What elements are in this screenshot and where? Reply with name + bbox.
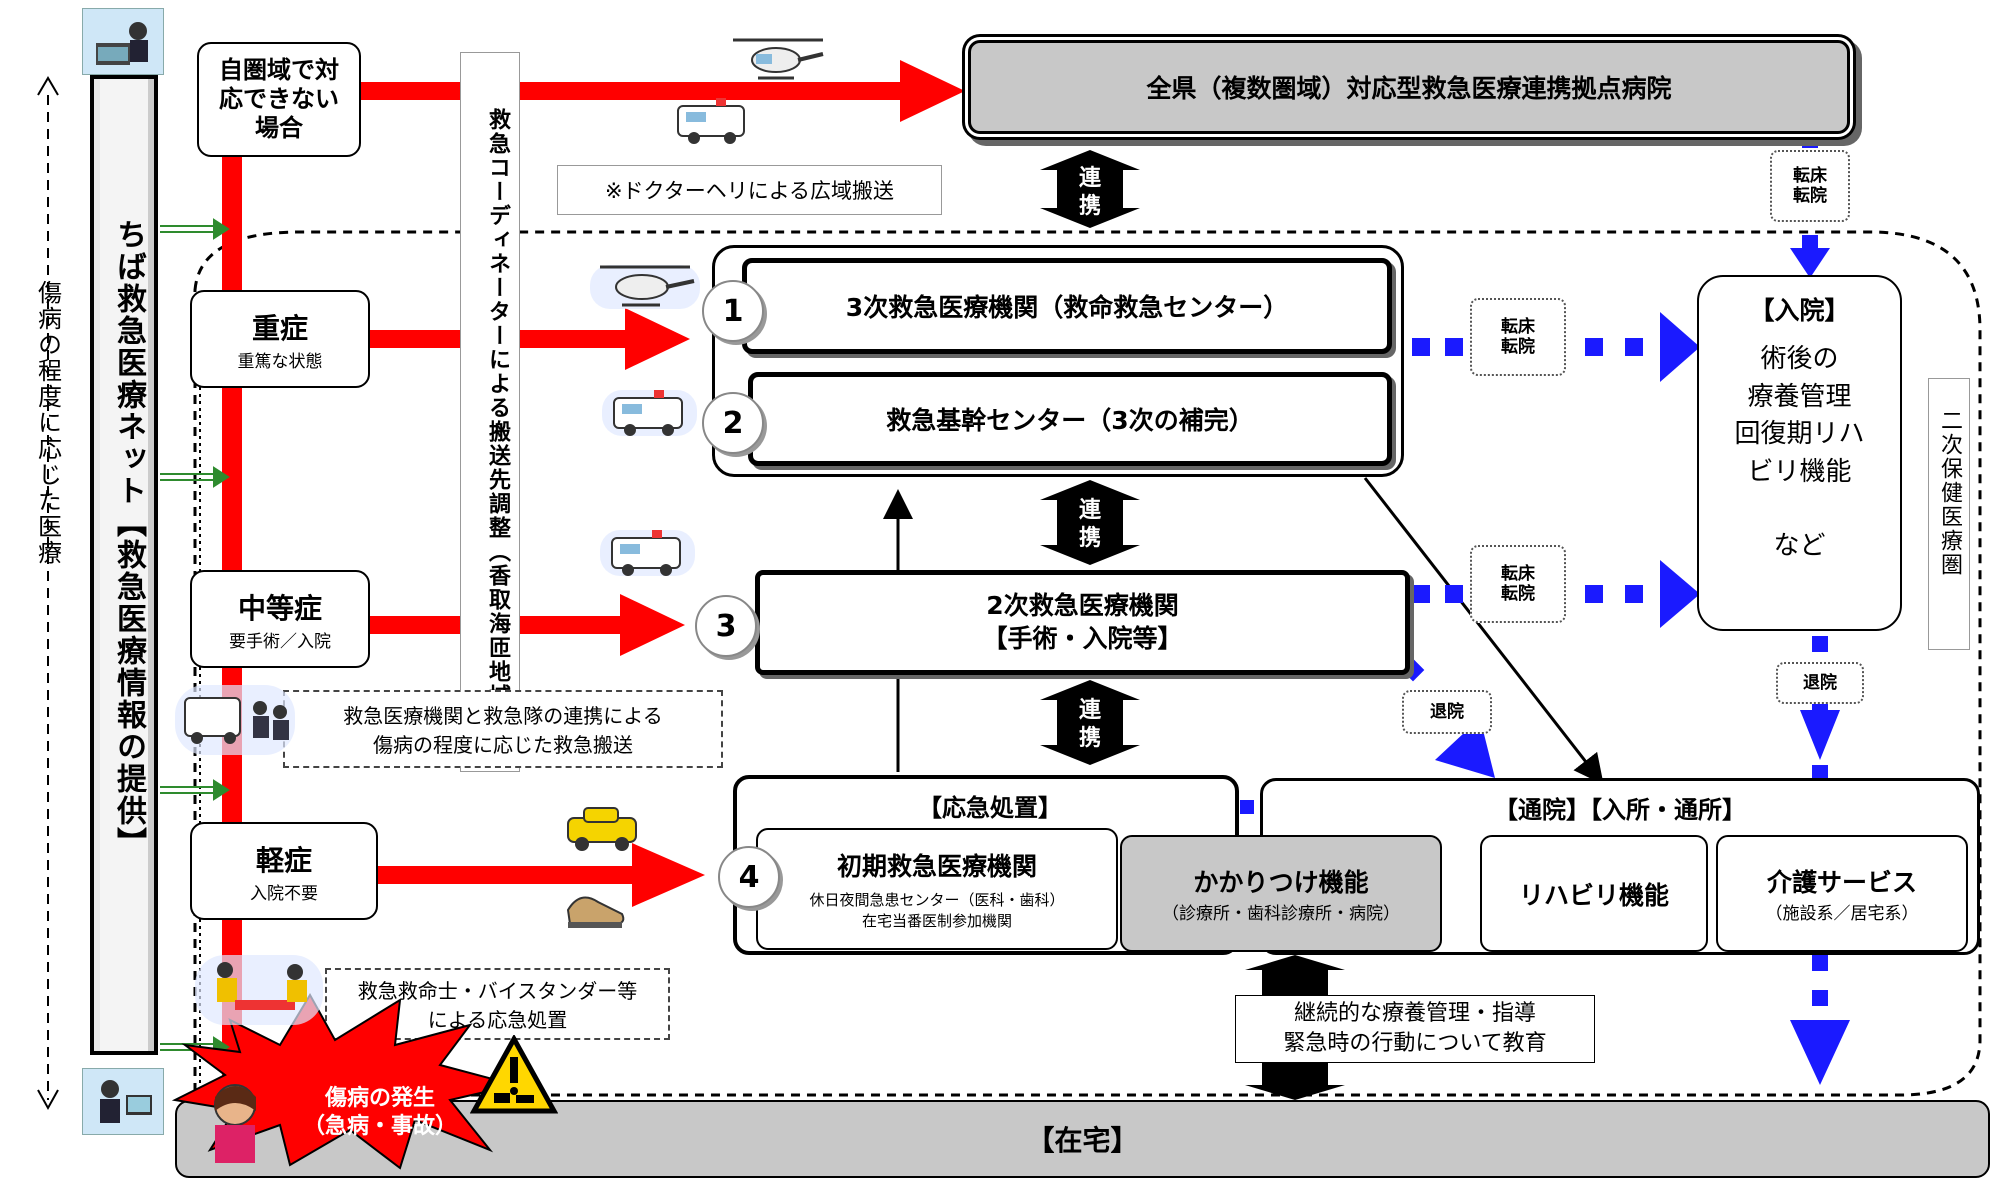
- outpatient-header: 【通院】【入所・通所】: [1494, 796, 1746, 824]
- blue-transfer-arrows: [1200, 132, 1850, 1085]
- secondary-hospital: 2次救急医療機関 【手術・入院等】: [755, 570, 1410, 675]
- care-service: 介護サービス （施設系／居宅系）: [1716, 835, 1968, 952]
- renkei-label-1: 連携: [1078, 166, 1101, 219]
- severity-mild: 軽症 入院不要: [190, 822, 378, 920]
- number-4: 4: [718, 846, 780, 908]
- first-aid-icon: [195, 950, 325, 1030]
- education-note: 継続的な療養管理・指導 緊急時の行動について教育: [1235, 995, 1595, 1063]
- arrow-to-initial: [632, 843, 705, 907]
- number-2: 2: [702, 392, 764, 454]
- severity-severe: 重症 重篤な状態: [190, 290, 370, 388]
- info-net-panel: ちば救急医療ネット【救急医療情報の提供】: [90, 75, 158, 1055]
- coop-note: 救急医療機関と救急隊の連携による 傷病の程度に応じた救急搬送: [283, 690, 723, 768]
- arrow-to-secondary: [620, 594, 685, 656]
- coordinator-label: 救急コーディネーターによる搬送先調整（香取海匝地域）: [485, 108, 510, 732]
- transfer-tag-secondary: 転床転院: [1470, 545, 1566, 623]
- scale-label: 傷病の程度に応じた医療: [33, 280, 62, 566]
- rehab-function: リハビリ機能: [1480, 835, 1708, 952]
- helicopter-icon-1: [590, 255, 700, 315]
- secondary-area-boundary: [193, 230, 1982, 1097]
- initial-hospital: 初期救急医療機関 休日夜間急患センター（医科・歯科） 在宅当番医制参加機関: [756, 828, 1118, 950]
- info-net-label: ちば救急医療ネット【救急医療情報の提供】: [111, 219, 146, 859]
- discharge-tag-admission: 退院: [1776, 662, 1864, 704]
- core-center: 救急基幹センター（3次の補完）: [748, 372, 1392, 466]
- walking-shoes-icon: [560, 880, 630, 935]
- renkei-label-3: 連携: [1078, 698, 1101, 751]
- prefecture-hospital: 全県（複数圏域）対応型救急医療連携拠点病院: [968, 40, 1850, 134]
- transfer-tag-top: 転床転院: [1770, 150, 1850, 222]
- severity-moderate: 中等症 要手術／入院: [190, 570, 370, 668]
- ambulance-icon-2: [602, 380, 697, 440]
- discharge-tag-secondary: 退院: [1402, 690, 1492, 734]
- warning-sign-icon: [470, 1035, 558, 1117]
- severity-outside: 自圏域で対応できない場合: [197, 42, 361, 157]
- family-doctor: かかりつけ機能 （診療所・歯科診療所・病院）: [1120, 835, 1442, 952]
- coordinator-box: 救急コーディネーターによる搬送先調整（香取海匝地域）: [460, 52, 520, 772]
- taxi-icon: [562, 800, 642, 855]
- onset-text: 傷病の発生 （急病・事故）: [302, 1086, 457, 1139]
- arrow-to-prefecture: [900, 60, 965, 122]
- tertiary-hospital: 3次救急医療機関（救命救急センター）: [742, 258, 1392, 354]
- operator-icon: [82, 8, 164, 75]
- admission-box: 【入院】 術後の 療養管理 回復期リハ ビリ機能 など: [1697, 275, 1902, 631]
- arrow-to-tertiary: [625, 308, 690, 370]
- emergency-header: 【応急処置】: [918, 794, 1062, 822]
- number-1: 1: [702, 280, 764, 342]
- transfer-tag-tertiary: 転床転院: [1470, 298, 1566, 376]
- injured-person-icon: [190, 1075, 280, 1165]
- secondary-area-label: 二次保健医療圏: [1928, 378, 1970, 650]
- doctor-heli-note: ※ドクターヘリによる広域搬送: [557, 165, 942, 215]
- ambulance-icon-3: [600, 520, 695, 580]
- ambulance-icon-top: [668, 88, 756, 146]
- user-at-computer-icon: [82, 1068, 164, 1135]
- onset-burst: [171, 993, 516, 1170]
- renkei-label-2: 連携: [1078, 498, 1101, 551]
- ambulance-crew-icon: [175, 680, 300, 760]
- number-3: 3: [695, 595, 757, 657]
- helicopter-icon-top: [728, 30, 828, 88]
